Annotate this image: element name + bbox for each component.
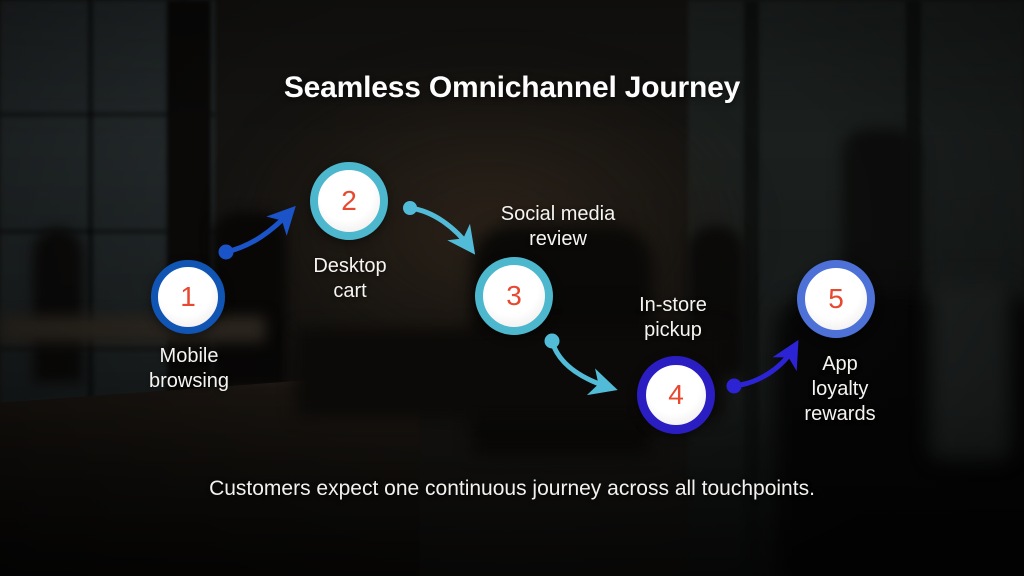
step-3-number: 3 — [506, 280, 522, 311]
step-2-circle: 2 — [310, 162, 388, 240]
step-1-number: 1 — [180, 281, 196, 312]
slide-title: Seamless Omnichannel Journey — [283, 71, 741, 104]
step-1-circle: 1 — [151, 260, 225, 334]
slide-caption: Customers expect one continuous journey … — [209, 477, 815, 500]
connector-arrow-1-2 — [223, 205, 296, 255]
step-5-label: App loyalty rewards — [804, 353, 876, 425]
step-4-circle: 4 — [637, 356, 715, 434]
step-2-number: 2 — [341, 185, 357, 216]
connector-arrow-3-4 — [549, 338, 618, 396]
step-5-number: 5 — [828, 283, 844, 314]
connector-arrow-2-3 — [407, 205, 476, 255]
step-4-number: 4 — [668, 379, 684, 410]
step-4-label: In-store pickup — [639, 294, 707, 341]
step-5-circle: 5 — [797, 260, 875, 338]
connector-arrow-4-5 — [731, 339, 799, 389]
step-3-circle: 3 — [475, 257, 553, 335]
step-2-label: Desktop cart — [313, 255, 387, 302]
step-3-label: Social media review — [500, 203, 616, 250]
step-1-label: Mobile browsing — [148, 345, 230, 392]
